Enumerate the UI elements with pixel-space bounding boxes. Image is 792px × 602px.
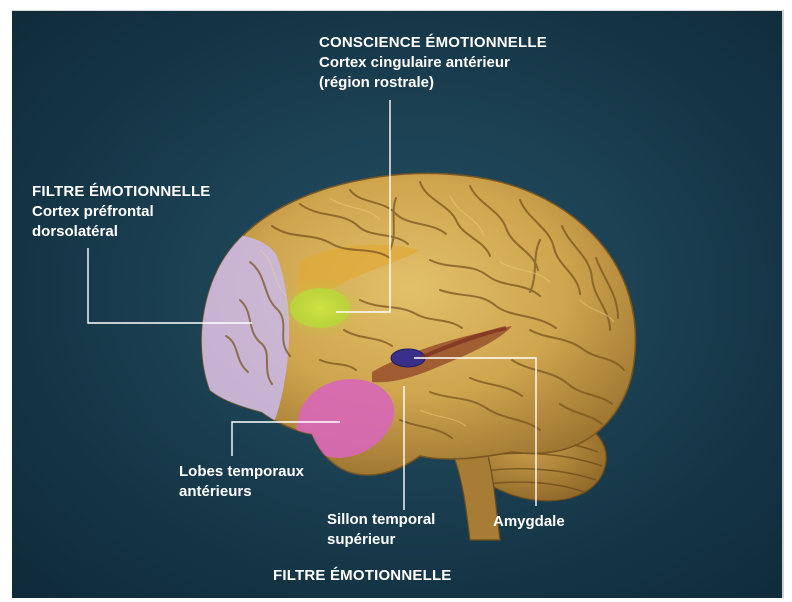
label-amygdale: Amygdale xyxy=(493,512,565,532)
label-sillon-line2: supérieur xyxy=(327,530,435,550)
label-filtre-top-line2: dorsolatéral xyxy=(32,222,211,242)
label-sillon-line1: Sillon temporal xyxy=(327,510,435,530)
label-filtre-top: FILTRE ÉMOTIONNELLE Cortex préfrontal do… xyxy=(32,182,211,242)
label-sillon: Sillon temporal supérieur xyxy=(327,510,435,550)
label-lobes-line2: antérieurs xyxy=(179,482,304,502)
label-filtre-bottom: FILTRE ÉMOTIONNELLE xyxy=(273,566,452,586)
label-amygdale-text: Amygdale xyxy=(493,512,565,532)
label-filtre-bottom-title: FILTRE ÉMOTIONNELLE xyxy=(273,566,452,586)
label-conscience-title: CONSCIENCE ÉMOTIONNELLE xyxy=(319,33,547,53)
label-conscience-line1: Cortex cingulaire antérieur xyxy=(319,53,547,73)
label-lobes: Lobes temporaux antérieurs xyxy=(179,462,304,502)
label-filtre-top-line1: Cortex préfrontal xyxy=(32,202,211,222)
label-filtre-top-title: FILTRE ÉMOTIONNELLE xyxy=(32,182,211,202)
prefrontal-region xyxy=(180,234,289,436)
label-lobes-line1: Lobes temporaux xyxy=(179,462,304,482)
label-conscience: CONSCIENCE ÉMOTIONNELLE Cortex cingulair… xyxy=(319,33,547,93)
label-conscience-line2: (région rostrale) xyxy=(319,73,547,93)
